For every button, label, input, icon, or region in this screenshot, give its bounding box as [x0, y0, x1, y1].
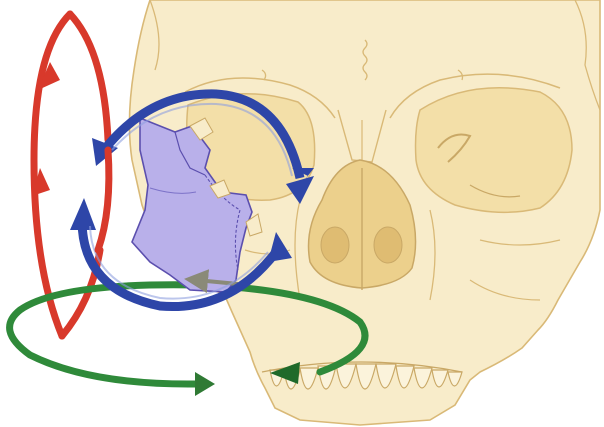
left-orbit	[416, 88, 573, 213]
green-arrowhead-front	[195, 372, 215, 396]
vertical-axis-rotation-front	[98, 150, 109, 250]
